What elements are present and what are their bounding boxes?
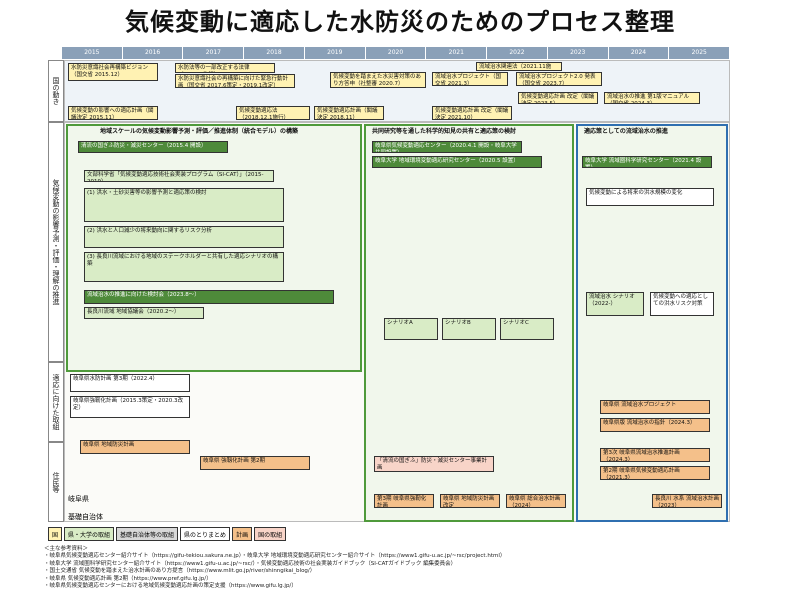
center-box: 岐阜県気候変動適応センター（2020.4.1 開設・岐阜大学共同設置） [372, 141, 522, 153]
national-box: 気候変動の影響への適応計画（閣議決定 2015.11） [68, 106, 158, 120]
right-box: 岐阜県版 流域治水の指針（2024.3） [600, 418, 710, 432]
bottom-box: 「清流の国ぎふ」防災・減災センター事業計画 [374, 456, 494, 472]
row-label-national: 国の動き [48, 60, 64, 122]
year-label: 2022 [487, 47, 548, 59]
legend: 国県・大学の取組基礎自治体等の取組県のとりまとめ計画国の取組 [48, 527, 288, 541]
reference-item: ・国土交通省 気候変動を踏まえた治水計画のあり方提言（https://www.m… [44, 568, 316, 575]
row-label: 岐阜県 [68, 495, 89, 503]
national-box: 気候変動適応計画 改定（閣議決定 2021.10） [432, 106, 512, 120]
year-label: 2017 [183, 47, 245, 59]
year-label: 2020 [366, 47, 427, 59]
legend-item: 基礎自治体等の取組 [116, 527, 179, 541]
row-label: 基礎自治体 [68, 513, 103, 521]
national-box: 水防災意識社会再構築ビジョン（国交省 2015.12） [68, 63, 158, 81]
national-box: 流域治水プロジェクト2.0 発表（国交省 2023.7） [516, 72, 602, 86]
right-box: 第2期 岐阜県気候変動適応計画（2021.3） [600, 466, 710, 480]
national-box: 流域治水関連法（2021.11施行） [476, 62, 562, 71]
bottom-box: 第3期 岐阜県強靭化計画 [374, 494, 434, 508]
scenario-box: シナリオA [384, 318, 438, 340]
center-box: 流域治水の推進に向けた検討会（2023.8〜） [84, 290, 334, 304]
year-label: 2025 [669, 47, 731, 59]
national-box: 流域治水の推進 第1版マニュアル（国交省 2024.3） [604, 92, 700, 104]
year-label: 2023 [548, 47, 609, 59]
section-header: 地域スケールの気候変動影響予測・評価／推進体制（統合モデル）の構築 [100, 128, 299, 135]
left-box: 長良川流域 地域協議会（2020.2〜） [84, 307, 204, 319]
legend-item: 県のとりまとめ [180, 527, 231, 541]
national-box: 気候変動適応計画 改定（閣議決定 2023.5） [518, 92, 598, 104]
legend-item: 国の取組 [254, 527, 287, 541]
legend-item: 計画 [232, 527, 253, 541]
bottom-box: 岐阜県 地域防災計画 改定 [440, 494, 500, 508]
left-box: 岐阜県水防計画 第3期（2022.4） [70, 374, 190, 392]
research-item: (3) 長良川流域における地域のステークホルダーと共有した適応シナリオの構築 [84, 252, 284, 282]
center-box: 岐阜大学 地域環境変動適応研究センター（2020.5 設置） [372, 156, 542, 168]
research-item: (1) 洪水・土砂災害等の影響予測と適応策の検討 [84, 188, 284, 222]
region-river-basin [576, 124, 728, 522]
national-band [64, 60, 730, 122]
right-box: 第3次 岐阜県流域治水推進計画（2024.3） [600, 448, 710, 462]
right-box: 流域治水 シナリオ（2022-） [586, 292, 644, 316]
scenario-box: シナリオB [442, 318, 496, 340]
legend-item: 国 [48, 527, 63, 541]
section-header: 共同研究等を通した科学的知見の共有と適応策の検討 [372, 128, 517, 135]
section-header: 適応策としての流域治水の推進 [584, 128, 668, 135]
reference-item: ・岐阜大学 流域圏科学研究センター紹介サイト（https://www1.gifu… [44, 560, 457, 567]
year-label: 2019 [305, 47, 366, 59]
year-label: 2024 [609, 47, 670, 59]
year-label: 2021 [426, 47, 488, 59]
year-label: 2015 [62, 47, 123, 59]
right-box: 気候変動への適応としての洪水リスク対策 [650, 292, 714, 316]
national-box: 気候変動適応法（2018.12.1施行） [236, 106, 310, 120]
national-box: 流域治水プロジェクト（国交省 2021.3） [432, 72, 508, 86]
year-label: 2018 [244, 47, 305, 59]
row-label-community: 適応に向けた取組 [48, 362, 64, 442]
center-box: 岐阜大学 流域圏科学研究センター（2021.4 設置） [582, 156, 712, 168]
row-label-understanding: 気候変動の影響予測・評価・理解の推進 [48, 122, 64, 362]
bottom-box: 岐阜県 総合治水計画（2024） [506, 494, 566, 508]
year-label: 2016 [123, 47, 184, 59]
right-box: 岐阜県 流域治水プロジェクト [600, 400, 710, 414]
left-box: 岐阜県強靭化計画（2015.3策定・2020.3改定） [70, 396, 190, 418]
references: ＜主な参考資料＞ ・岐阜県気候変動適応センター紹介サイト（https://gif… [44, 546, 744, 591]
reference-item: ・岐阜県気候変動適応センターにおける地域気候変動適応計画の策定支援（https:… [44, 583, 297, 590]
page-title: 気候変動に適応した水防災のためのプロセス整理 [125, 8, 675, 36]
region-regional-model [66, 124, 362, 372]
scenario-box: シナリオC [500, 318, 554, 340]
bottom-box: 岐阜県 強靱化計画 第2期 [200, 456, 310, 470]
reference-item: ・岐阜県気候変動適応センター紹介サイト（https://gifu-tekiou.… [44, 553, 506, 560]
national-box: 水防災意識社会の再構築に向けた緊急行動計画（国交省 2017.6策定・2019.… [175, 74, 295, 88]
national-box: 気候変動を踏まえた水災害対策のあり方答申（社整審 2020.7） [330, 72, 426, 88]
references-title: ＜主な参考資料＞ [44, 546, 89, 552]
national-box: 気候変動適応計画（閣議決定 2018.11） [314, 106, 384, 120]
bottom-box: 岐阜県 地域防災計画 [80, 440, 190, 454]
right-box: 気候変動による将来の洪水規模の変化 [586, 188, 714, 206]
bottom-box: 長良川 水系 流域治水計画（2023） [652, 494, 722, 508]
reference-item: ・岐阜県 気候変動適応計画 第2期（https://www.pref.gifu.… [44, 575, 212, 582]
research-item: (2) 洪水と人口減少の将来動向に関するリスク分析 [84, 226, 284, 248]
national-box: 水防法等の一部改正する法律（2017.6施行） [175, 63, 275, 73]
center-box: 清流の国ぎふ防災・減災センター（2015.4 開設） [78, 141, 228, 153]
center-box: 文部科学省「気候変動適応技術社会実装プログラム（SI-CAT）」（2015-20… [84, 170, 274, 182]
row-label-citizens: 住民等 [48, 442, 64, 522]
legend-item: 県・大学の取組 [64, 527, 115, 541]
